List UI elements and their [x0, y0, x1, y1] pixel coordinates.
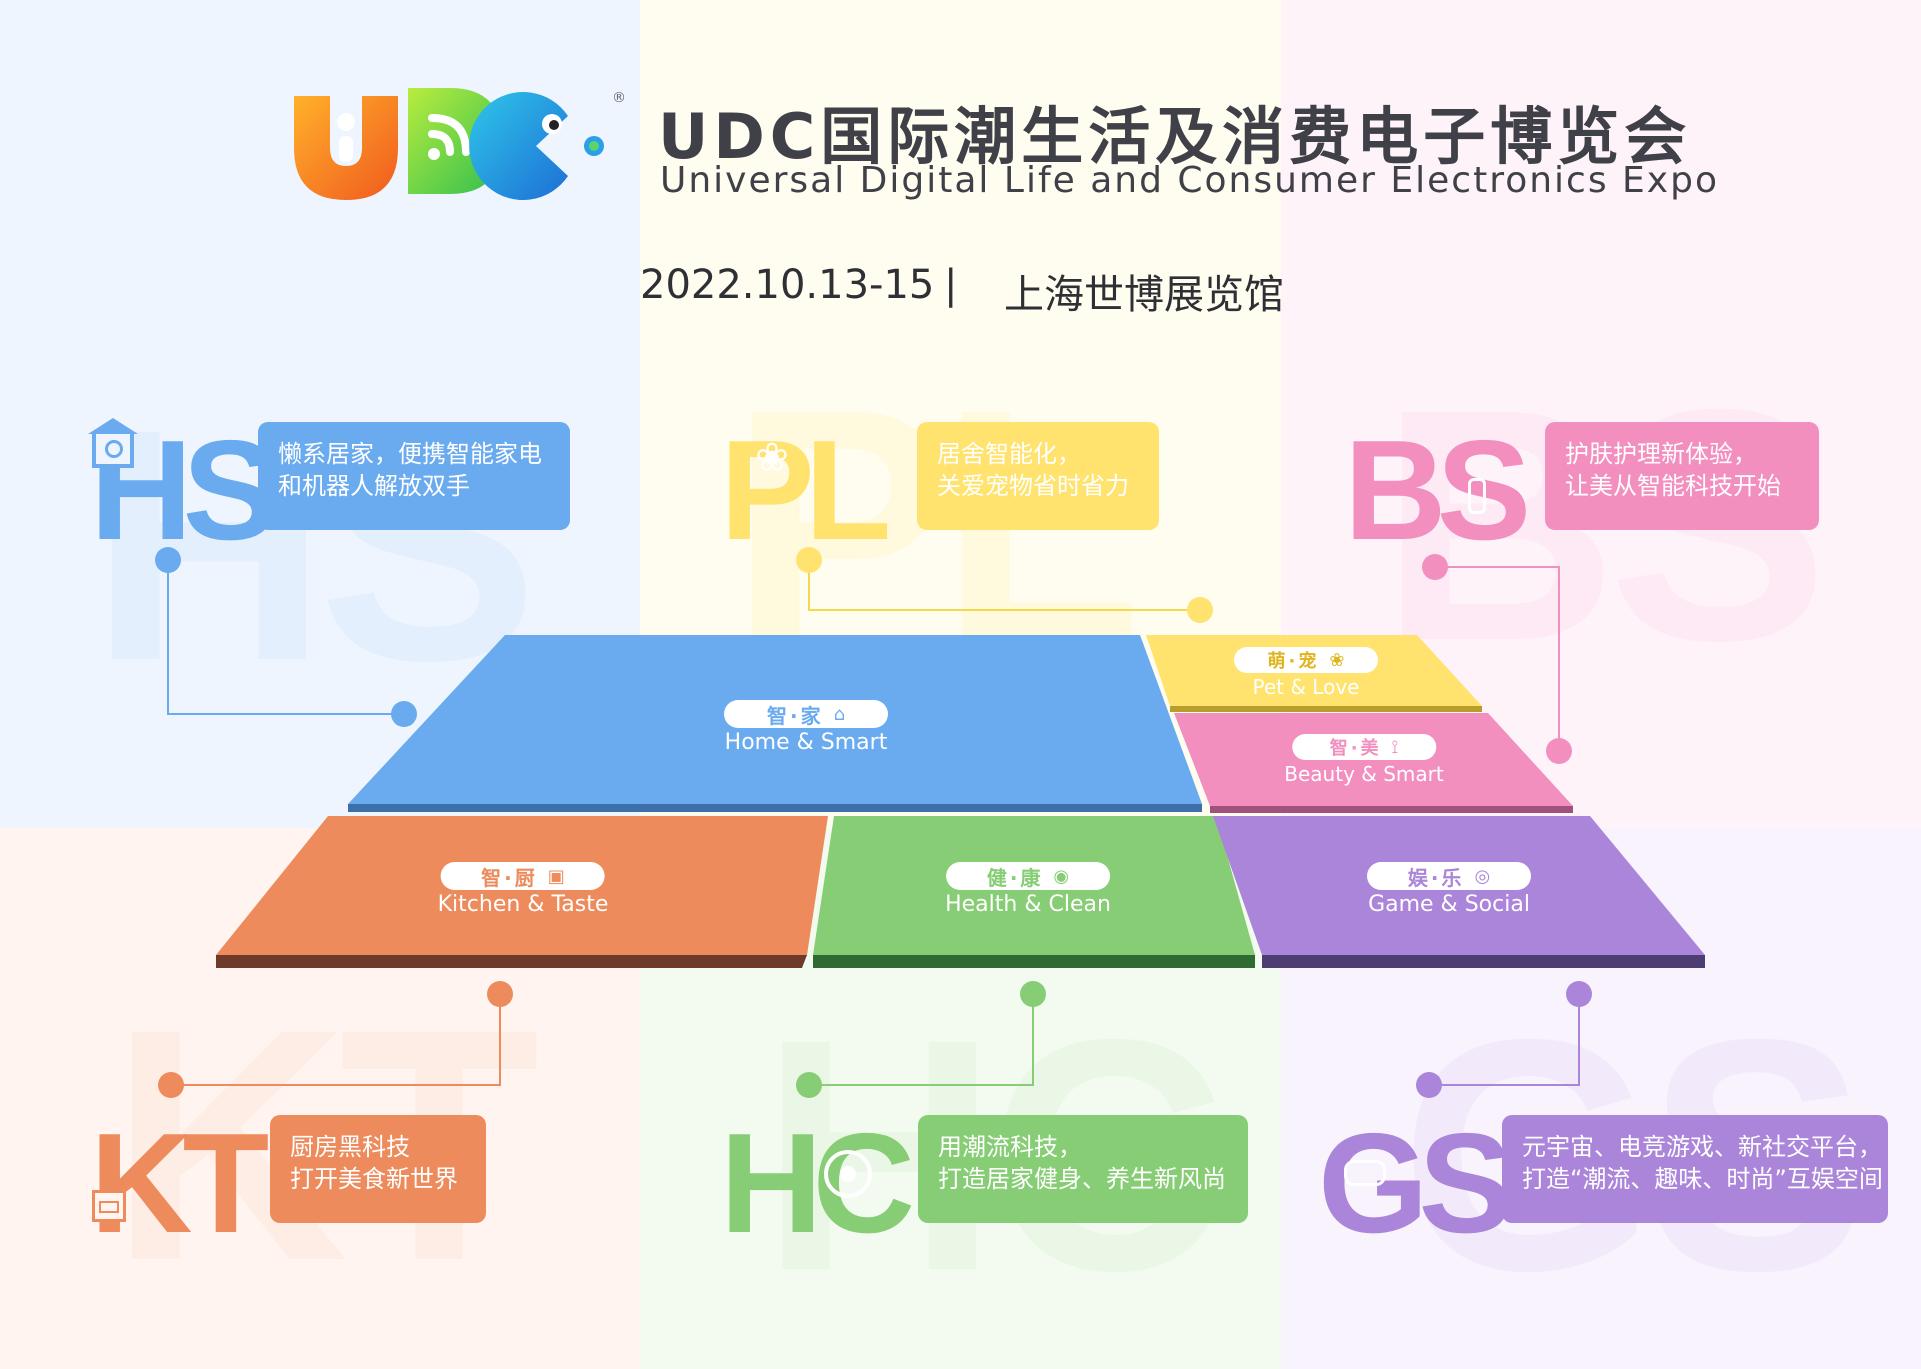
section-hs-line1: 懒系居家，便携智能家电: [278, 440, 542, 468]
paw-icon: ❀: [1329, 649, 1345, 671]
robot-vacuum-icon: [824, 1150, 872, 1198]
zone-pet-label: 萌·宠 ❀ Pet & Love: [1234, 647, 1378, 699]
connector-dot: [1422, 554, 1448, 580]
connector-dot: [1020, 981, 1046, 1007]
section-hc-letters: HC: [720, 1104, 915, 1263]
connector-bs: [1435, 566, 1560, 751]
oven-icon: ▣: [547, 865, 565, 887]
section-kt-line2: 打开美食新世界: [290, 1165, 458, 1193]
gamepad-icon: ◎: [1474, 865, 1491, 887]
section-kt-callout: 厨房黑科技 打开美食新世界: [270, 1115, 486, 1223]
connector-dot: [1187, 597, 1213, 623]
beauty-device-icon: ⟟: [1391, 736, 1399, 758]
section-hs-line2: 和机器人解放双手: [278, 472, 470, 500]
section-gs-line1: 元宇宙、电竞游戏、新社交平台，: [1522, 1133, 1882, 1161]
expo-title-zh: UDC国际潮生活及消费电子博览会: [658, 100, 1692, 173]
expo-title-en: Universal Digital Life and Consumer Elec…: [660, 160, 1719, 201]
section-kt-letters: KT: [90, 1104, 269, 1263]
zone-health-zh: 健·康: [986, 865, 1044, 890]
zone-home-label: 智·家 ⌂ Home & Smart: [724, 700, 888, 755]
zone-beauty-edge: [1210, 806, 1573, 813]
connector-dot: [158, 1072, 184, 1098]
section-bs-line2: 让美从智能科技开始: [1565, 472, 1781, 500]
connector-hc: [809, 994, 1034, 1086]
zone-pet-edge: [1170, 706, 1482, 712]
connector-kt: [171, 994, 501, 1086]
section-bs-line1: 护肤护理新体验，: [1565, 440, 1757, 468]
section-hc-line1: 用潮流科技，: [938, 1133, 1082, 1161]
section-kt-line1: 厨房黑科技: [290, 1133, 410, 1161]
connector-dot: [391, 701, 417, 727]
section-pl-letters: PL: [720, 411, 891, 570]
zone-home-edge: [348, 804, 1202, 812]
connector-dot: [1546, 738, 1572, 764]
robot-vacuum-icon: ◉: [1053, 865, 1070, 887]
oven-icon: [92, 1190, 126, 1222]
smart-home-power-icon: [88, 418, 138, 468]
connector-dot: [796, 1072, 822, 1098]
zone-beauty-label: 智·美 ⟟ Beauty & Smart: [1284, 734, 1444, 786]
house-icon: ⌂: [833, 703, 846, 725]
section-pl-line1: 居舍智能化，: [937, 440, 1081, 468]
section-bs-callout: 护肤护理新体验， 让美从智能科技开始: [1545, 422, 1819, 530]
zone-game-zh: 娱·乐: [1407, 865, 1465, 890]
connector-dot: [796, 547, 822, 573]
connector-dot: [1566, 981, 1592, 1007]
logo-c-pacman-icon: [469, 91, 604, 200]
zone-game-label: 娱·乐 ◎ Game & Social: [1367, 862, 1531, 917]
zone-kitchen-label: 智·厨 ▣ Kitchen & Taste: [437, 862, 609, 917]
connector-gs: [1429, 994, 1580, 1086]
zone-pet-zh: 萌·宠: [1267, 651, 1320, 672]
section-pl-line2: 关爱宠物省时省力: [937, 472, 1129, 500]
logo-u-icon: [294, 96, 398, 200]
zone-home-zh: 智·家: [766, 703, 824, 728]
zone-kitchen-en: Kitchen & Taste: [437, 892, 609, 917]
expo-venue: 上海世博展览馆: [1004, 272, 1284, 318]
zone-health-en: Health & Clean: [945, 892, 1111, 917]
zone-game-en: Game & Social: [1368, 892, 1530, 917]
zone-beauty-zh: 智·美: [1329, 738, 1382, 759]
section-hc-callout: 用潮流科技， 打造居家健身、养生新风尚: [918, 1115, 1248, 1223]
section-hs-callout: 懒系居家，便携智能家电 和机器人解放双手: [258, 422, 570, 530]
zone-pet-en: Pet & Love: [1252, 675, 1360, 699]
section-bs-letters: BS: [1344, 411, 1531, 570]
zone-home-en: Home & Smart: [724, 730, 888, 755]
connector-dot: [155, 547, 181, 573]
gamepad-icon: [1344, 1160, 1386, 1186]
connector-dot: [1416, 1072, 1442, 1098]
connector-pl: [808, 560, 1200, 611]
connector-dot: [487, 981, 513, 1007]
registered-mark: ®: [612, 90, 626, 106]
zone-game-edge: [1262, 955, 1705, 968]
expo-date: 2022.10.13-15: [640, 262, 935, 308]
connector-hs: [167, 560, 404, 715]
section-hc-line2: 打造居家健身、养生新风尚: [938, 1165, 1226, 1193]
zone-beauty-en: Beauty & Smart: [1284, 762, 1444, 786]
beauty-device-icon: [1468, 478, 1486, 514]
section-pl-callout: 居舍智能化， 关爱宠物省时省力: [917, 422, 1159, 530]
zone-kitchen-zh: 智·厨: [481, 865, 538, 890]
zone-health-label: 健·康 ◉ Health & Clean: [945, 862, 1111, 917]
udc-logo: ®: [294, 88, 626, 200]
paw-icon: ❀: [755, 435, 789, 481]
section-gs-line2: 打造“潮流、趣味、时尚”互娱空间: [1522, 1165, 1883, 1193]
zone-health-edge: [813, 955, 1255, 968]
section-gs-callout: 元宇宙、电竞游戏、新社交平台， 打造“潮流、趣味、时尚”互娱空间: [1502, 1115, 1888, 1223]
zone-kitchen-edge: [216, 955, 807, 968]
date-venue-separator: |: [944, 262, 958, 308]
